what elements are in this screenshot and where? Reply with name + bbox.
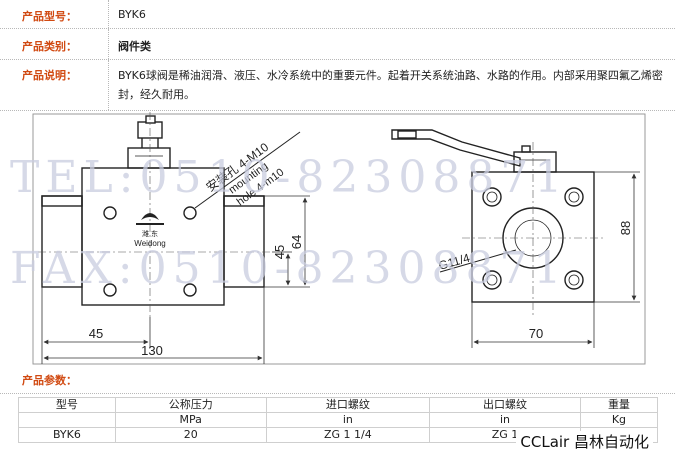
model-value: BYK6 — [118, 8, 146, 21]
description-label: 产品说明： — [22, 69, 77, 82]
unit-cell — [18, 412, 116, 428]
row-divider — [108, 29, 109, 59]
side-view — [391, 129, 604, 317]
model-label: 产品型号： — [22, 10, 77, 23]
dim-130: 130 — [141, 343, 163, 358]
valve-drawing: 潍 东 Weidong 安装孔 4-M10 mounting hole 4-m1… — [32, 112, 646, 365]
col-header-inlet: 进口螺纹 — [265, 397, 431, 413]
dim-88: 88 — [618, 221, 633, 235]
dim-45-bottom: 45 — [89, 326, 103, 341]
description-text: BYK6球阀是稀油润滑、液压、水冷系统中的重要元件。起着开关系统油路、水路的作用… — [118, 69, 663, 101]
col-header-pressure: 公称压力 — [114, 397, 267, 413]
dim-64: 64 — [289, 235, 304, 249]
mount-leader — [194, 131, 301, 209]
category-label: 产品类别： — [22, 40, 77, 53]
category-row: 产品类别： 阀件类 — [0, 29, 675, 60]
thread-leader — [439, 249, 517, 273]
logo-en-text: Weidong — [134, 239, 165, 248]
side-bolt — [564, 270, 584, 290]
weidong-logo: 潍 东 Weidong — [134, 213, 166, 248]
table-cell: BYK6 — [18, 427, 116, 443]
params-title: 产品参数： — [22, 374, 77, 387]
table-header-row: 型号 公称压力 进口螺纹 出口螺纹 重量 — [18, 397, 659, 413]
tel-watermark: TEL:0510-82308871 — [10, 152, 569, 203]
lever-handle — [391, 129, 521, 167]
table-cell: ZG 1 1/4 — [265, 427, 431, 443]
logo-cn-text: 潍 东 — [142, 229, 158, 238]
table-units-row: MPa in in Kg — [18, 412, 659, 428]
side-bolt — [564, 187, 584, 207]
front-view — [38, 112, 272, 317]
unit-cell: in — [265, 412, 431, 428]
row-divider — [108, 60, 109, 110]
side-bolt — [482, 270, 502, 290]
unit-cell: in — [429, 412, 581, 428]
drawing-frame — [32, 113, 646, 365]
col-header-model: 型号 — [18, 397, 116, 413]
side-bolt — [482, 187, 502, 207]
unit-cell: MPa — [114, 412, 267, 428]
row-divider — [108, 0, 109, 28]
model-row: 产品型号： BYK6 — [0, 0, 675, 29]
dim-45-side: 45 — [272, 245, 287, 259]
description-row: 产品说明： — [0, 60, 675, 111]
unit-cell: Kg — [579, 412, 659, 428]
dim-70: 70 — [529, 326, 543, 341]
bolt-hole — [183, 206, 197, 220]
brand-watermark: CCLair 昌林自动化 — [516, 431, 653, 452]
bolt-hole — [103, 206, 117, 220]
bolt-hole — [103, 283, 117, 297]
fax-watermark: FAX:0510-82308871 — [10, 243, 568, 294]
col-header-outlet: 出口螺纹 — [429, 397, 581, 413]
bolt-hole — [183, 283, 197, 297]
params-table: 型号 公称压力 进口螺纹 出口螺纹 重量 MPa in in Kg BYK6 2… — [18, 397, 659, 443]
category-value: 阀件类 — [118, 40, 151, 53]
table-cell: 20 — [114, 427, 267, 443]
col-header-weight: 重量 — [579, 397, 659, 413]
params-divider — [0, 367, 675, 394]
